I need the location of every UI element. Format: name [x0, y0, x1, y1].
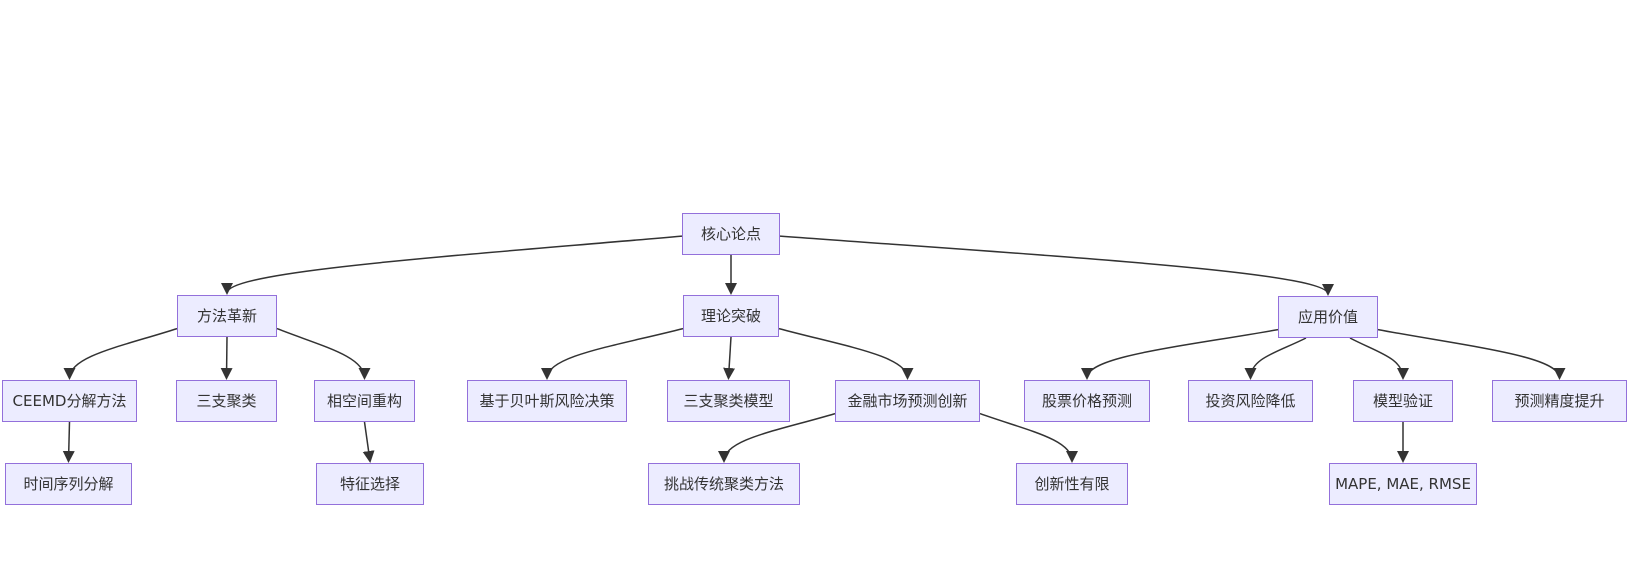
node-label: 投资风险降低 [1205, 391, 1296, 410]
node-bayesian-risk-decision: 基于贝叶斯风险决策 [467, 380, 627, 422]
node-label: MAPE, MAE, RMSE [1335, 474, 1471, 493]
edge-market-forecast-innovation-to-challenge-traditional [718, 412, 836, 463]
edge-application-value-to-forecast-accuracy-improve [1377, 328, 1566, 380]
node-label: CEEMD分解方法 [12, 391, 127, 410]
edge-method-innovation-to-phase-space-reconstruction [276, 327, 371, 380]
edge-market-forecast-innovation-to-limited-novelty [979, 412, 1078, 463]
node-label: 金融市场预测创新 [847, 391, 968, 410]
node-phase-space-reconstruction: 相空间重构 [314, 380, 415, 422]
node-label: 三支聚类模型 [683, 391, 774, 410]
node-label: 方法革新 [196, 306, 257, 325]
node-feature-selection: 特征选择 [316, 463, 424, 505]
edge-group [62, 235, 1566, 463]
node-label: 预测精度提升 [1514, 391, 1605, 410]
edge-method-innovation-to-three-way-clustering [220, 336, 233, 380]
node-method-innovation: 方法革新 [177, 295, 277, 337]
edge-theory-breakthrough-to-bayesian-risk-decision [541, 327, 684, 380]
node-three-way-clustering: 三支聚类 [176, 380, 277, 422]
node-stock-price-forecast: 股票价格预测 [1024, 380, 1150, 422]
node-label: 核心论点 [700, 224, 761, 243]
node-core-thesis: 核心论点 [682, 213, 780, 255]
edge-application-value-to-model-validation [1349, 337, 1409, 380]
node-label: 三支聚类 [196, 391, 257, 410]
node-label: 股票价格预测 [1041, 391, 1132, 410]
node-label: 挑战传统聚类方法 [663, 474, 784, 493]
node-forecast-accuracy-improve: 预测精度提升 [1492, 380, 1627, 422]
edge-core-thesis-to-method-innovation [221, 235, 683, 295]
edge-theory-breakthrough-to-three-way-cluster-model [723, 336, 736, 380]
node-label: 创新性有限 [1034, 474, 1110, 493]
node-label: 时间序列分解 [23, 474, 114, 493]
edge-application-value-to-stock-price-forecast [1081, 328, 1279, 380]
node-limited-novelty: 创新性有限 [1016, 463, 1128, 505]
node-theory-breakthrough: 理论突破 [683, 295, 779, 337]
node-label: 理论突破 [700, 306, 761, 325]
edge-theory-breakthrough-to-market-forecast-innovation [778, 327, 914, 380]
node-error-metrics: MAPE, MAE, RMSE [1329, 463, 1477, 505]
node-model-validation: 模型验证 [1353, 380, 1453, 422]
node-label: 基于贝叶斯风险决策 [479, 391, 615, 410]
node-challenge-traditional: 挑战传统聚类方法 [648, 463, 800, 505]
node-label: 模型验证 [1372, 391, 1433, 410]
node-ceemd-decomposition: CEEMD分解方法 [2, 380, 137, 422]
node-label: 应用价值 [1297, 307, 1358, 326]
node-time-series-decomposition: 时间序列分解 [5, 463, 132, 505]
node-three-way-cluster-model: 三支聚类模型 [667, 380, 790, 422]
edge-core-thesis-to-application-value [779, 235, 1334, 296]
edge-method-innovation-to-ceemd-decomposition [63, 327, 178, 380]
node-market-forecast-innovation: 金融市场预测创新 [835, 380, 980, 422]
edge-ceemd-decomposition-to-time-series-decomposition [62, 421, 75, 463]
node-label: 特征选择 [339, 474, 400, 493]
node-investment-risk-reduction: 投资风险降低 [1188, 380, 1313, 422]
node-label: 相空间重构 [326, 391, 402, 410]
edge-application-value-to-investment-risk-reduction [1244, 337, 1307, 380]
edge-phase-space-reconstruction-to-feature-selection [362, 421, 375, 463]
node-application-value: 应用价值 [1278, 296, 1378, 338]
